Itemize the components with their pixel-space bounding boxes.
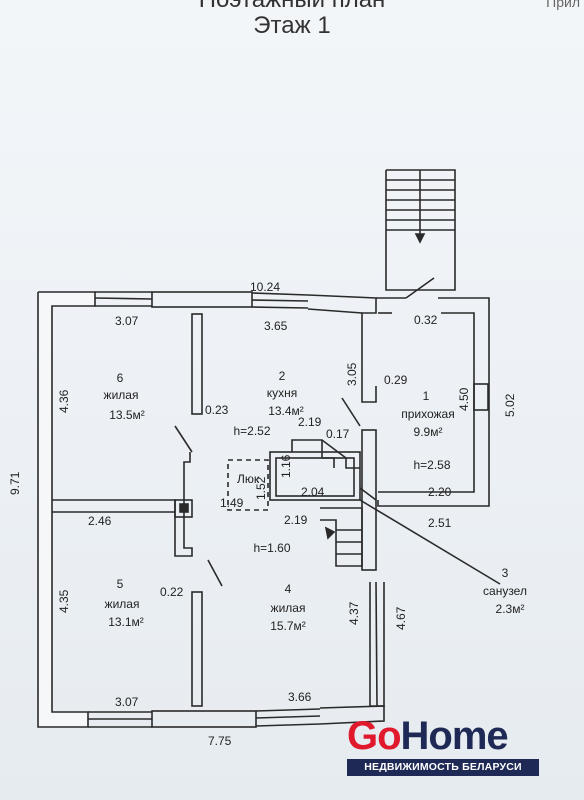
corner-text-fragment: Прил xyxy=(546,0,580,10)
room3-name: санузел xyxy=(483,584,527,598)
dim-hall-outer-height: 5.02 xyxy=(503,393,517,417)
room-labels: 6 жилая 13.5м² 2 кухня 13.4м² h=2.52 1 п… xyxy=(104,369,527,633)
room2-height: h=2.52 xyxy=(233,424,270,438)
room5-area: 13.1м² xyxy=(108,615,144,629)
dim-hall-height: 4.50 xyxy=(457,387,471,411)
room6-number: 6 xyxy=(117,371,124,385)
dim-hall-wall-side: 0.29 xyxy=(384,373,408,387)
dim-hatch-h: 2.04 xyxy=(301,485,325,499)
walls xyxy=(37,169,501,728)
dim-hall-wall-top: 0.32 xyxy=(414,313,438,327)
dim-hatch-v: 1.16 xyxy=(279,454,293,478)
room4-name: жилая xyxy=(271,601,306,615)
room4-area: 15.7м² xyxy=(270,619,306,633)
dim-hall-outer-width: 2.51 xyxy=(428,516,452,530)
room1-number: 1 xyxy=(423,389,430,403)
dim-hall-width: 2.20 xyxy=(428,485,452,499)
dim-bottom-total: 7.75 xyxy=(208,734,232,748)
room4-number: 4 xyxy=(285,582,292,596)
logo-home-text: Home xyxy=(400,713,509,758)
dim-hatch-d: 1.52 xyxy=(254,476,268,500)
logo-tagline: НЕДВИЖИМОСТЬ БЕЛАРУСИ xyxy=(347,759,539,776)
room6-area: 13.5м² xyxy=(109,408,145,422)
dim-room4-outer-height: 4.67 xyxy=(394,606,408,630)
room2-number: 2 xyxy=(279,369,286,383)
room4-height: h=1.60 xyxy=(253,541,290,555)
dim-kitchen-width: 3.65 xyxy=(264,319,288,333)
room1-height: h=2.58 xyxy=(413,458,450,472)
dim-room5-width-bottom: 3.07 xyxy=(115,695,139,709)
dim-room6-width: 3.07 xyxy=(115,314,139,328)
room1-area: 9.9м² xyxy=(414,425,443,439)
dim-hatch-w: 1.49 xyxy=(220,496,244,510)
floor-title: Этаж 1 xyxy=(253,12,331,39)
room5-number: 5 xyxy=(117,577,124,591)
logo-go-text: Go xyxy=(347,713,402,758)
dim-stair-wall: 0.17 xyxy=(326,427,350,441)
dim-top-total: 10.24 xyxy=(250,280,280,294)
dim-stair-bottom: 2.19 xyxy=(284,513,308,527)
plan-title: Поэтажный план xyxy=(0,0,584,14)
room2-area: 13.4м² xyxy=(268,404,304,418)
dim-room5-wall: 0.22 xyxy=(160,585,184,599)
dimension-labels: 10.24 9.71 7.75 3.07 4.36 2.46 3.07 4.35… xyxy=(8,280,517,748)
dim-room5-width-top: 2.46 xyxy=(88,514,112,528)
hatch-label: Люк xyxy=(237,472,260,486)
dim-room4-height: 4.37 xyxy=(347,601,361,625)
room3-area: 2.3м² xyxy=(496,602,525,616)
dim-kitchen-wall: 0.23 xyxy=(205,403,229,417)
dim-room6-height: 4.36 xyxy=(57,389,71,413)
room3-number: 3 xyxy=(502,566,509,580)
room2-name: кухня xyxy=(267,386,298,400)
dim-kitchen-height: 3.05 xyxy=(345,362,359,386)
dim-stair-top: 2.19 xyxy=(298,415,322,429)
room5-name: жилая xyxy=(105,597,140,611)
dim-room4-width: 3.66 xyxy=(288,690,312,704)
room6-name: жилая xyxy=(104,388,139,402)
dim-left-total: 9.71 xyxy=(8,471,22,495)
room1-name: прихожая xyxy=(401,407,454,421)
dim-room5-height: 4.35 xyxy=(57,589,71,613)
